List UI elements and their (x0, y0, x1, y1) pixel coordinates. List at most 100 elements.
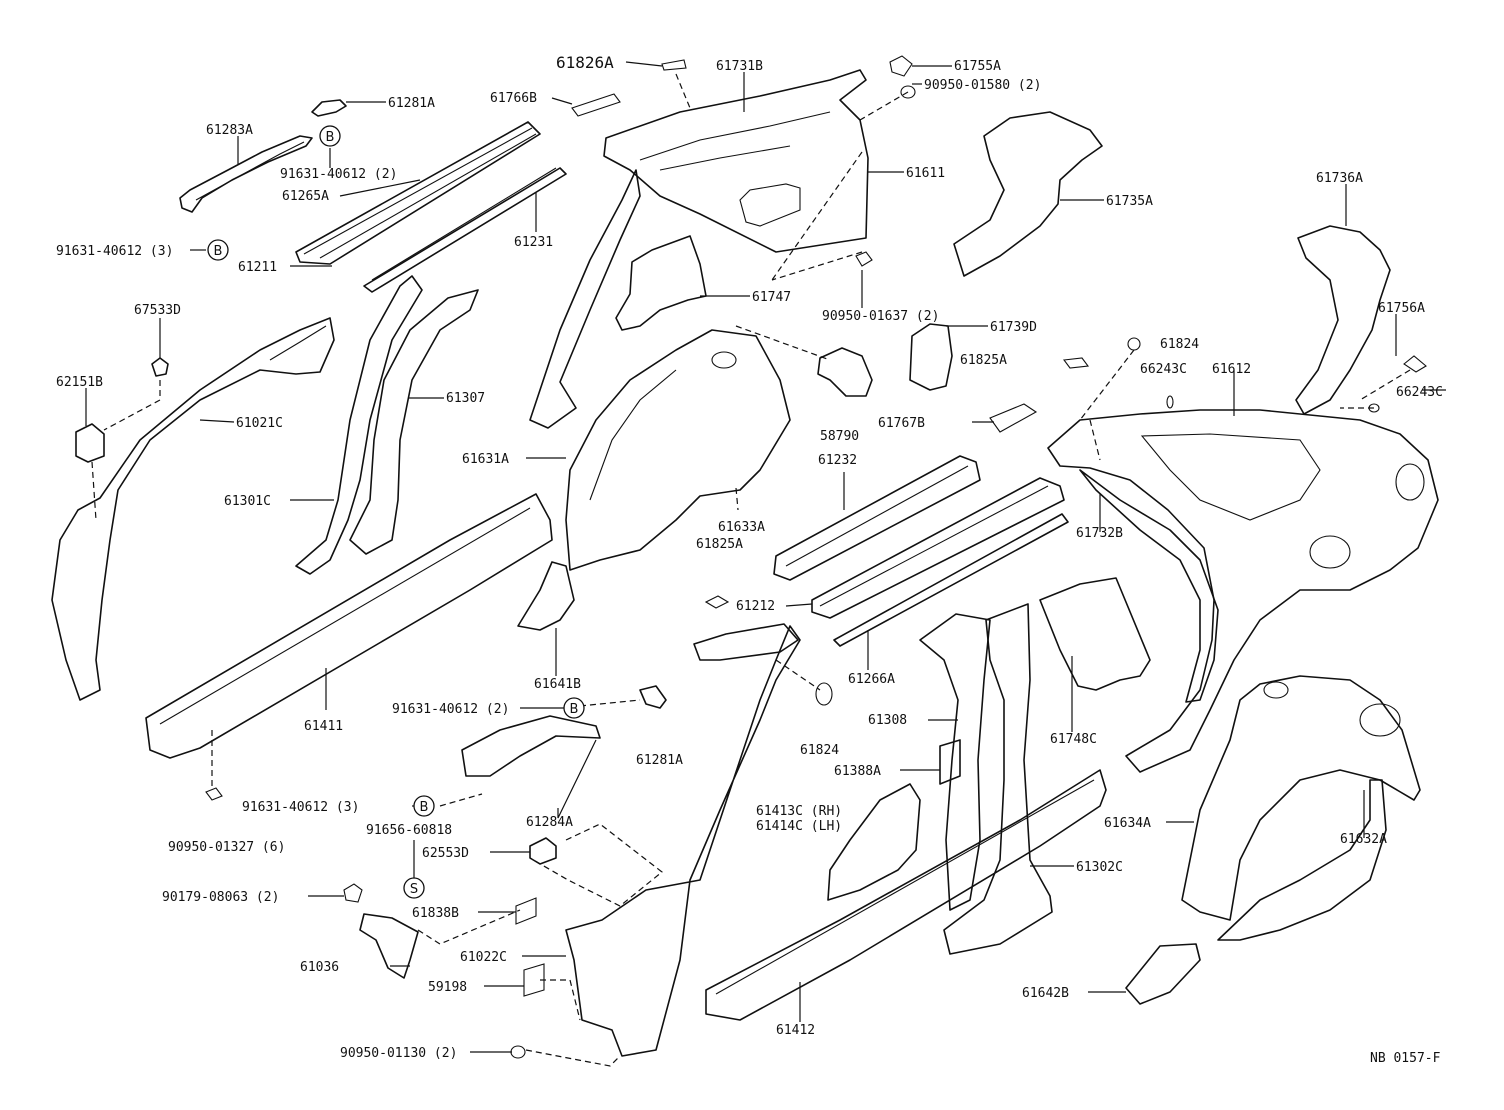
code-circle-b-1: B (319, 125, 341, 147)
part-61211-roof-rail (295, 121, 541, 265)
part-61838B-patch (515, 897, 537, 925)
label-61631A: 61631A (462, 452, 509, 467)
label-62553D: 62553D (422, 846, 469, 861)
label-61642B: 61642B (1022, 986, 1069, 1001)
part-61231-roof-rail (363, 167, 567, 293)
label-61838B: 61838B (412, 906, 459, 921)
code-b-text: B (420, 800, 429, 815)
part-61766B-patch (571, 93, 621, 117)
label-61634A: 61634A (1104, 816, 1151, 831)
label-61211: 61211 (238, 260, 277, 275)
part-61411 (145, 493, 553, 759)
part-61021C (51, 317, 335, 701)
part-labels: 61826A 61731B 61755A 90950-01580 (2) 612… (56, 53, 1443, 1066)
part-90179-08063-bolt (343, 883, 363, 903)
label-61413C: 61413C (RH) (756, 804, 842, 819)
label-61212: 61212 (736, 599, 775, 614)
dashed-lines (91, 73, 1411, 1067)
part-66243C-mid-plug (1166, 395, 1174, 409)
part-90950-01637-plug (855, 251, 873, 267)
label-61266A: 61266A (848, 672, 895, 687)
part-61413C (827, 783, 921, 901)
part-61755A-clip (889, 55, 913, 77)
label-61735A: 61735A (1106, 194, 1153, 209)
label-61633A: 61633A (718, 520, 765, 535)
part-90950-01580-plug (900, 85, 916, 99)
code-circle-b-3: B (563, 697, 585, 719)
code-b-text: B (326, 130, 335, 145)
label-61825A-top: 61825A (960, 353, 1007, 368)
part-61307 (349, 289, 479, 555)
part-61826A-patch (661, 59, 687, 71)
label-61824-mid: 61824 (800, 743, 839, 758)
part-61739D (909, 323, 953, 391)
part-61612 (1047, 409, 1439, 773)
label-61767B: 61767B (878, 416, 925, 431)
part-61388A (939, 739, 961, 785)
label-61736A: 61736A (1316, 171, 1363, 186)
code-circle-b-2: B (207, 239, 229, 261)
label-61284A: 61284A (526, 815, 573, 830)
part-61301C (295, 275, 423, 575)
label-61766B: 61766B (490, 91, 537, 106)
part-61308 (919, 613, 991, 911)
part-61825A-top-patch (1062, 357, 1090, 369)
label-61412: 61412 (776, 1023, 815, 1038)
part-61611 (603, 69, 869, 253)
label-61308: 61308 (868, 713, 907, 728)
label-61748C: 61748C (1050, 732, 1097, 747)
part-61735A (953, 111, 1103, 277)
label-90950-01637: 90950-01637 (2) (822, 309, 939, 324)
label-90179-08063: 90179-08063 (2) (162, 890, 279, 905)
label-67533D: 67533D (134, 303, 181, 318)
part-61824-top-plug (1127, 337, 1141, 351)
part-61283A (179, 135, 313, 213)
part-62151B (75, 423, 105, 463)
part-61212 (811, 477, 1065, 619)
label-61281A-top: 61281A (388, 96, 435, 111)
part-61642B (1125, 943, 1201, 1005)
part-61284A (461, 715, 601, 777)
label-91631-40612-2-mid: 91631-40612 (2) (392, 702, 509, 717)
part-67533D (151, 357, 169, 377)
label-61281A-mid: 61281A (636, 753, 683, 768)
label-61232: 61232 (818, 453, 857, 468)
part-61736A (1295, 225, 1391, 415)
label-91631-40612-3-low: 91631-40612 (3) (242, 800, 359, 815)
part-61634A (1181, 675, 1421, 921)
part-61022C (565, 623, 801, 1057)
part-61747 (615, 235, 707, 331)
part-61767B-patch (989, 403, 1038, 433)
label-61611: 61611 (906, 166, 945, 181)
part-61731B (529, 169, 641, 429)
label-61732B: 61732B (1076, 526, 1123, 541)
part-61825A-mid-patch (704, 595, 730, 609)
label-90950-01130: 90950-01130 (2) (340, 1046, 457, 1061)
label-91631-40612-3-top: 91631-40612 (3) (56, 244, 173, 259)
label-61036: 61036 (300, 960, 339, 975)
label-61739D: 61739D (990, 320, 1037, 335)
label-61021C: 61021C (236, 416, 283, 431)
part-61036 (359, 913, 419, 979)
part-59198-patch (523, 963, 545, 997)
label-58790: 58790 (820, 429, 859, 444)
code-circle-s: S (403, 877, 425, 899)
part-61232 (773, 455, 981, 581)
label-61747: 61747 (752, 290, 791, 305)
label-61411: 61411 (304, 719, 343, 734)
part-61412 (705, 769, 1107, 1021)
label-61388A: 61388A (834, 764, 881, 779)
label-66243C-mid: 66243C (1140, 362, 1187, 377)
label-61756A: 61756A (1378, 301, 1425, 316)
part-90950-01130-plug (510, 1045, 526, 1059)
label-61022C: 61022C (460, 950, 507, 965)
code-b-text: B (214, 244, 223, 259)
part-61281A-top (311, 99, 347, 117)
code-s-text: S (410, 882, 418, 897)
label-61825A-mid: 61825A (696, 537, 743, 552)
label-90950-01580: 90950-01580 (2) (924, 78, 1041, 93)
label-61283A: 61283A (206, 123, 253, 138)
label-66243C-right: 66243C (1396, 385, 1443, 400)
code-circle-b-4: B (413, 795, 435, 817)
